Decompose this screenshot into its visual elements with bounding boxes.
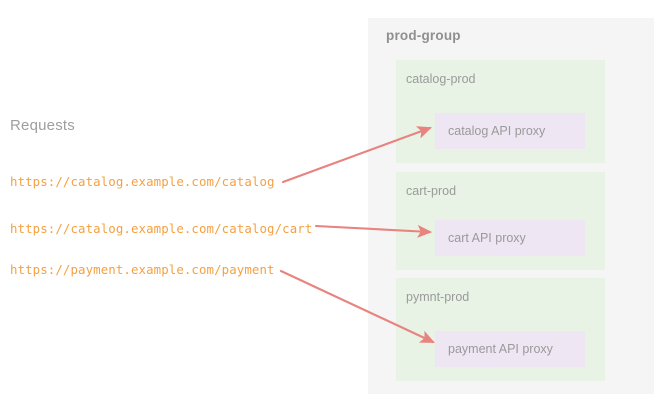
proxy-label-cart: cart API proxy — [448, 231, 526, 245]
proxy-label-catalog: catalog API proxy — [448, 124, 546, 138]
proxy-box-payment: payment API proxy — [435, 331, 585, 367]
proxy-box-cart: cart API proxy — [435, 220, 585, 256]
request-url-catalog-cart: https://catalog.example.com/catalog/cart — [10, 221, 313, 236]
env-box-cart-prod: cart-prod cart API proxy — [396, 172, 605, 270]
env-box-pymnt-prod: pymnt-prod payment API proxy — [396, 278, 605, 381]
requests-heading: Requests — [10, 117, 75, 134]
env-box-catalog-prod: catalog-prod catalog API proxy — [396, 60, 605, 163]
request-url-payment: https://payment.example.com/payment — [10, 262, 275, 277]
prod-group-title: prod-group — [386, 28, 461, 43]
prod-group-panel: prod-group catalog-prod catalog API prox… — [368, 18, 654, 394]
env-label-catalog-prod: catalog-prod — [406, 72, 476, 86]
proxy-label-payment: payment API proxy — [448, 342, 553, 356]
env-label-pymnt-prod: pymnt-prod — [406, 290, 470, 304]
request-url-catalog: https://catalog.example.com/catalog — [10, 174, 275, 189]
env-label-cart-prod: cart-prod — [406, 184, 457, 198]
requests-section: Requests https://catalog.example.com/cat… — [10, 117, 313, 277]
proxy-box-catalog: catalog API proxy — [435, 113, 585, 149]
